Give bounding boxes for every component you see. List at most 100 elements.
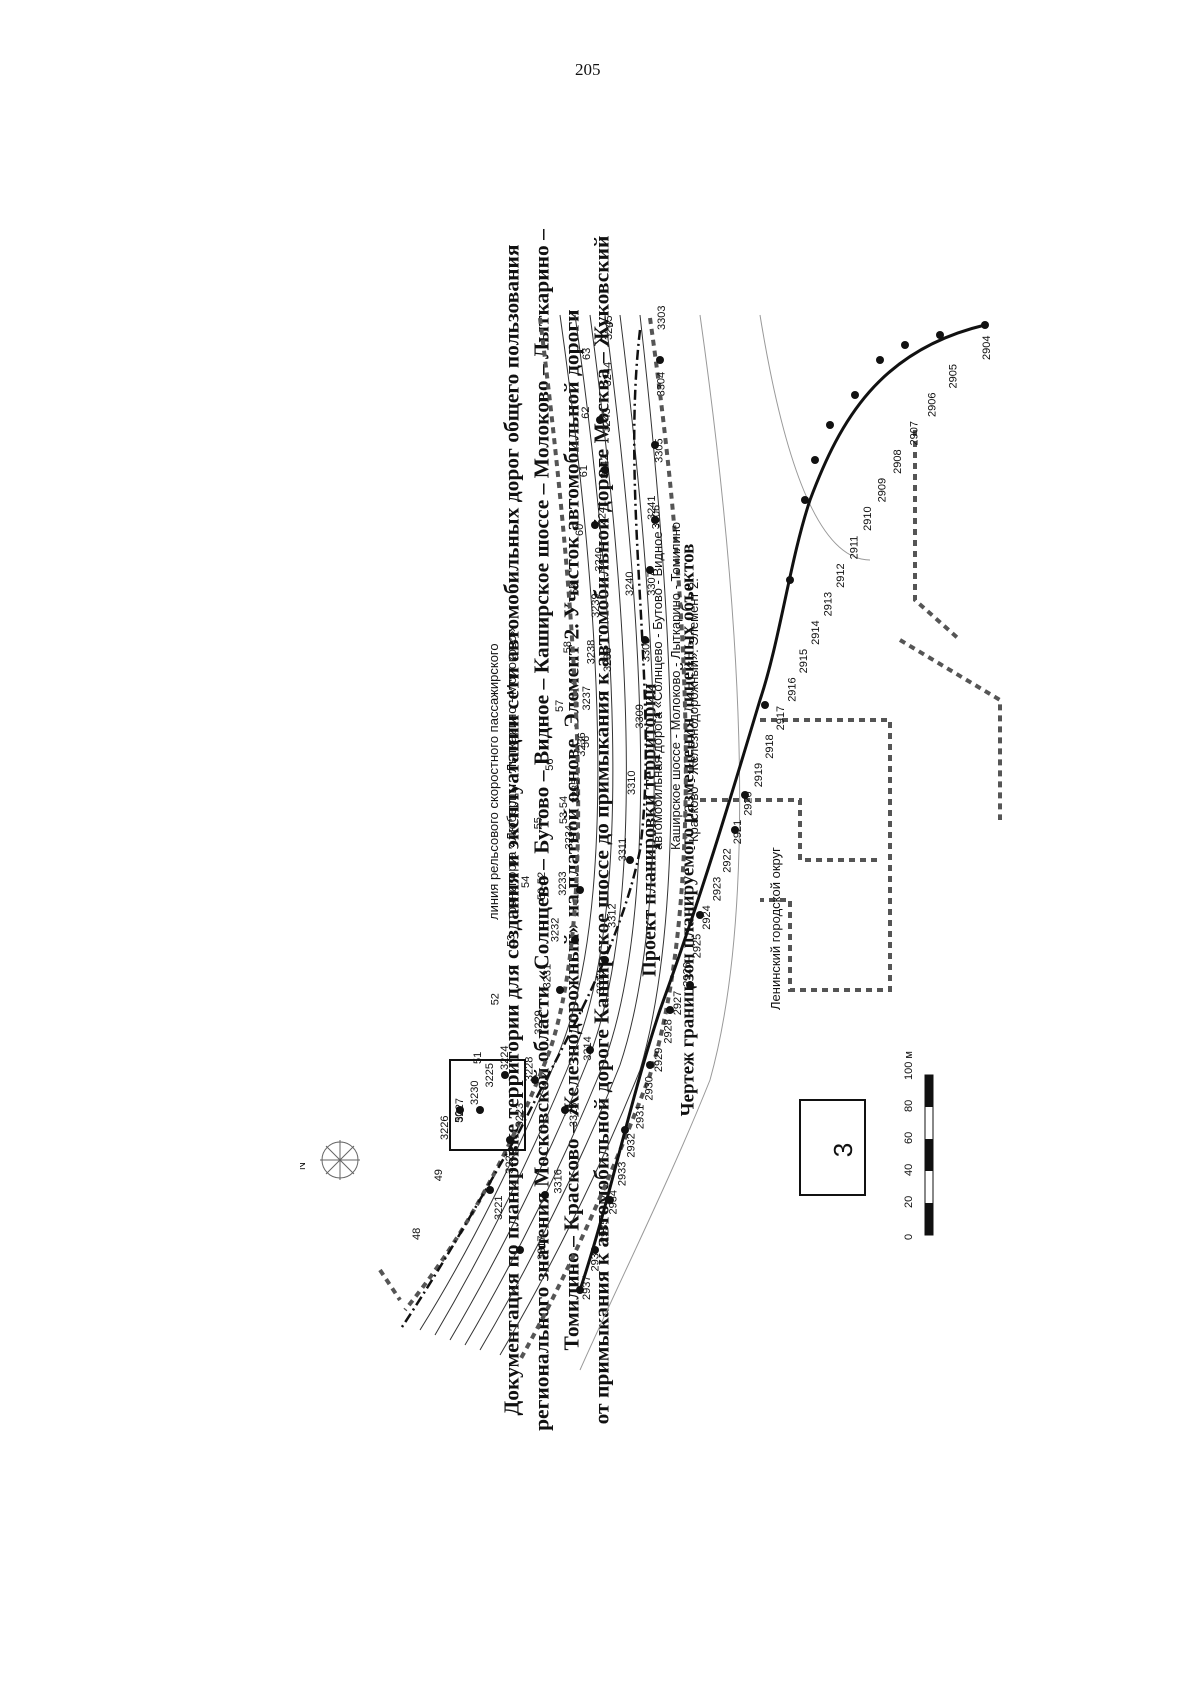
box-point-label: 3225	[484, 1063, 496, 1087]
misc-label: 56	[580, 736, 592, 748]
rail-point-label: 62	[580, 406, 592, 418]
picket-outer-label: 2932	[625, 1133, 637, 1157]
svg-text:- Красково - Железнодорожный».: - Красково - Железнодорожный». Элемент 2…	[686, 578, 701, 850]
picket-mid-label: 3238	[586, 640, 598, 664]
north-label: N	[300, 1162, 308, 1170]
picket-mid-label: 3243	[601, 408, 613, 432]
misc-label: 3241	[646, 496, 658, 520]
picket-outer-label: 2922	[722, 848, 734, 872]
misc-label: 50-52	[536, 872, 548, 900]
picket-inner-label: 3313	[595, 970, 607, 994]
picket-outer-label: 2915	[798, 649, 810, 673]
picket-outer-label: 2910	[862, 506, 874, 530]
picket-inner-label: 3311	[617, 838, 629, 862]
svg-text:транспорта «Люберцы - Лыткарин: транспорта «Люберцы - Лыткарино - Молоко…	[504, 628, 519, 920]
picket-outer-label: 2920	[742, 791, 754, 815]
planning-map: N линия рельсового скоростного пассажирс…	[300, 306, 1002, 1371]
picket-mid-label: 3241	[597, 501, 609, 525]
picket-outer-label: 2906	[926, 393, 938, 417]
rail-point-label: 54	[520, 876, 532, 888]
road-rail-line	[398, 329, 648, 1331]
picket-outer-label: 2907	[908, 421, 920, 445]
picket-mid-label: 3222	[504, 1149, 516, 1173]
road-boundary	[578, 323, 986, 1291]
picket-labels: 2904 2905 2906 2907 290829092910291129122913…	[411, 306, 993, 1300]
district-label: Ленинский городской округ	[768, 847, 783, 1010]
picket-mid-label: 3240	[593, 547, 605, 571]
picket-inner-label: 3304	[655, 372, 667, 396]
picket-inner-label: 3306	[651, 505, 663, 529]
svg-text:Каширское шоссе - Молоково - Л: Каширское шоссе - Молоково - Лыткарино -…	[668, 522, 683, 850]
picket-outer-label: 2937	[581, 1276, 593, 1300]
picket-inner-label: 3315	[568, 1103, 580, 1127]
zone-boundaries	[378, 317, 1002, 1361]
picket-mid-label: 3233	[557, 871, 569, 895]
picket-inner-label: 3303	[656, 306, 668, 330]
rail-point-label: 50	[453, 1110, 465, 1122]
picket-outer-label: 2917	[775, 706, 787, 730]
north-arrow-icon	[320, 1140, 360, 1180]
rail-point-label: 60	[574, 524, 586, 536]
road-label: автомобильная дорога «Солнцево - Бутово …	[650, 522, 701, 850]
picket-outer-label: 2924	[701, 905, 713, 929]
misc-label: 53-54	[558, 796, 570, 824]
picket-outer-label: 2930	[644, 1076, 656, 1100]
box-point-label: 3230	[469, 1081, 481, 1105]
svg-text:20: 20	[903, 1196, 915, 1208]
picket-inner-label: 3314	[582, 1036, 594, 1060]
page-number: 205	[575, 60, 601, 79]
sheet-number-box	[799, 1099, 866, 1196]
picket-inner-label: 3310	[626, 771, 638, 795]
rail-point-label: 58	[562, 641, 574, 653]
picket-mid-label: 3228	[524, 1057, 536, 1081]
picket-outer-label: 2908	[892, 449, 904, 473]
picket-outer-label: 2929	[653, 1048, 665, 1072]
scale-labels: 0 20 40 60 80 100 м	[903, 1051, 915, 1240]
misc-label: 3240	[624, 572, 636, 596]
picket-mid-label: 3245	[603, 316, 615, 340]
sheet-number: 3	[828, 1143, 858, 1157]
rail-point-label: 52	[490, 993, 502, 1005]
picket-outer-label: 2921	[732, 820, 744, 844]
picket-outer-label: 2934	[607, 1190, 619, 1214]
picket-outer-label: 2928	[662, 1019, 674, 1043]
picket-outer-label: 2911	[848, 536, 860, 560]
misc-label: 3238	[602, 648, 614, 672]
picket-outer-label: 2912	[835, 563, 847, 587]
rail-point-label: 49	[433, 1169, 445, 1181]
picket-outer-label: 2909	[877, 478, 889, 502]
box-point-label: 3227	[454, 1098, 466, 1122]
picket-mid-label: 3237	[581, 686, 593, 710]
picket-mid-label: 3239	[590, 593, 602, 617]
corridor-lines	[419, 314, 871, 1371]
picket-inner-label: 3317	[536, 1236, 548, 1260]
scale-bar	[924, 1074, 934, 1236]
picket-outer-label: 2913	[823, 592, 835, 616]
picket-inner-label: 3307	[646, 571, 658, 595]
picket-outer-label: 2923	[711, 877, 723, 901]
picket-outer-label: 2914	[810, 620, 822, 644]
picket-mid-label: 3229	[533, 1010, 545, 1034]
picket-outer-label: 2933	[616, 1162, 628, 1186]
box-point-label: 3224	[499, 1046, 511, 1070]
picket-mid-label: 3221	[493, 1196, 505, 1220]
picket-inner-label: 3316	[553, 1169, 565, 1193]
picket-inner-label: 3308	[641, 638, 653, 662]
picket-inner-label: 3312	[606, 903, 618, 927]
pickets	[456, 321, 989, 1294]
svg-text:линия рельсового скоростного п: линия рельсового скоростного пассажирско…	[486, 643, 501, 920]
svg-text:40: 40	[903, 1164, 915, 1176]
picket-mid-label: 3242	[599, 454, 611, 478]
rail-point-label: 63	[581, 348, 593, 360]
rail-point-label: 48	[411, 1228, 423, 1240]
picket-outer-label: 2925	[691, 934, 703, 958]
picket-outer-label: 2904	[981, 336, 993, 360]
picket-outer-label: 2905	[948, 364, 960, 388]
picket-outer-label: 2926	[682, 962, 694, 986]
picket-outer-label: 2927	[672, 991, 684, 1015]
svg-text:80: 80	[903, 1100, 915, 1112]
picket-inner-label: 3309	[634, 704, 646, 728]
picket-mid-label: 3231	[541, 964, 553, 988]
svg-text:100 м: 100 м	[903, 1051, 915, 1080]
box-point-label: 3226	[439, 1116, 451, 1140]
